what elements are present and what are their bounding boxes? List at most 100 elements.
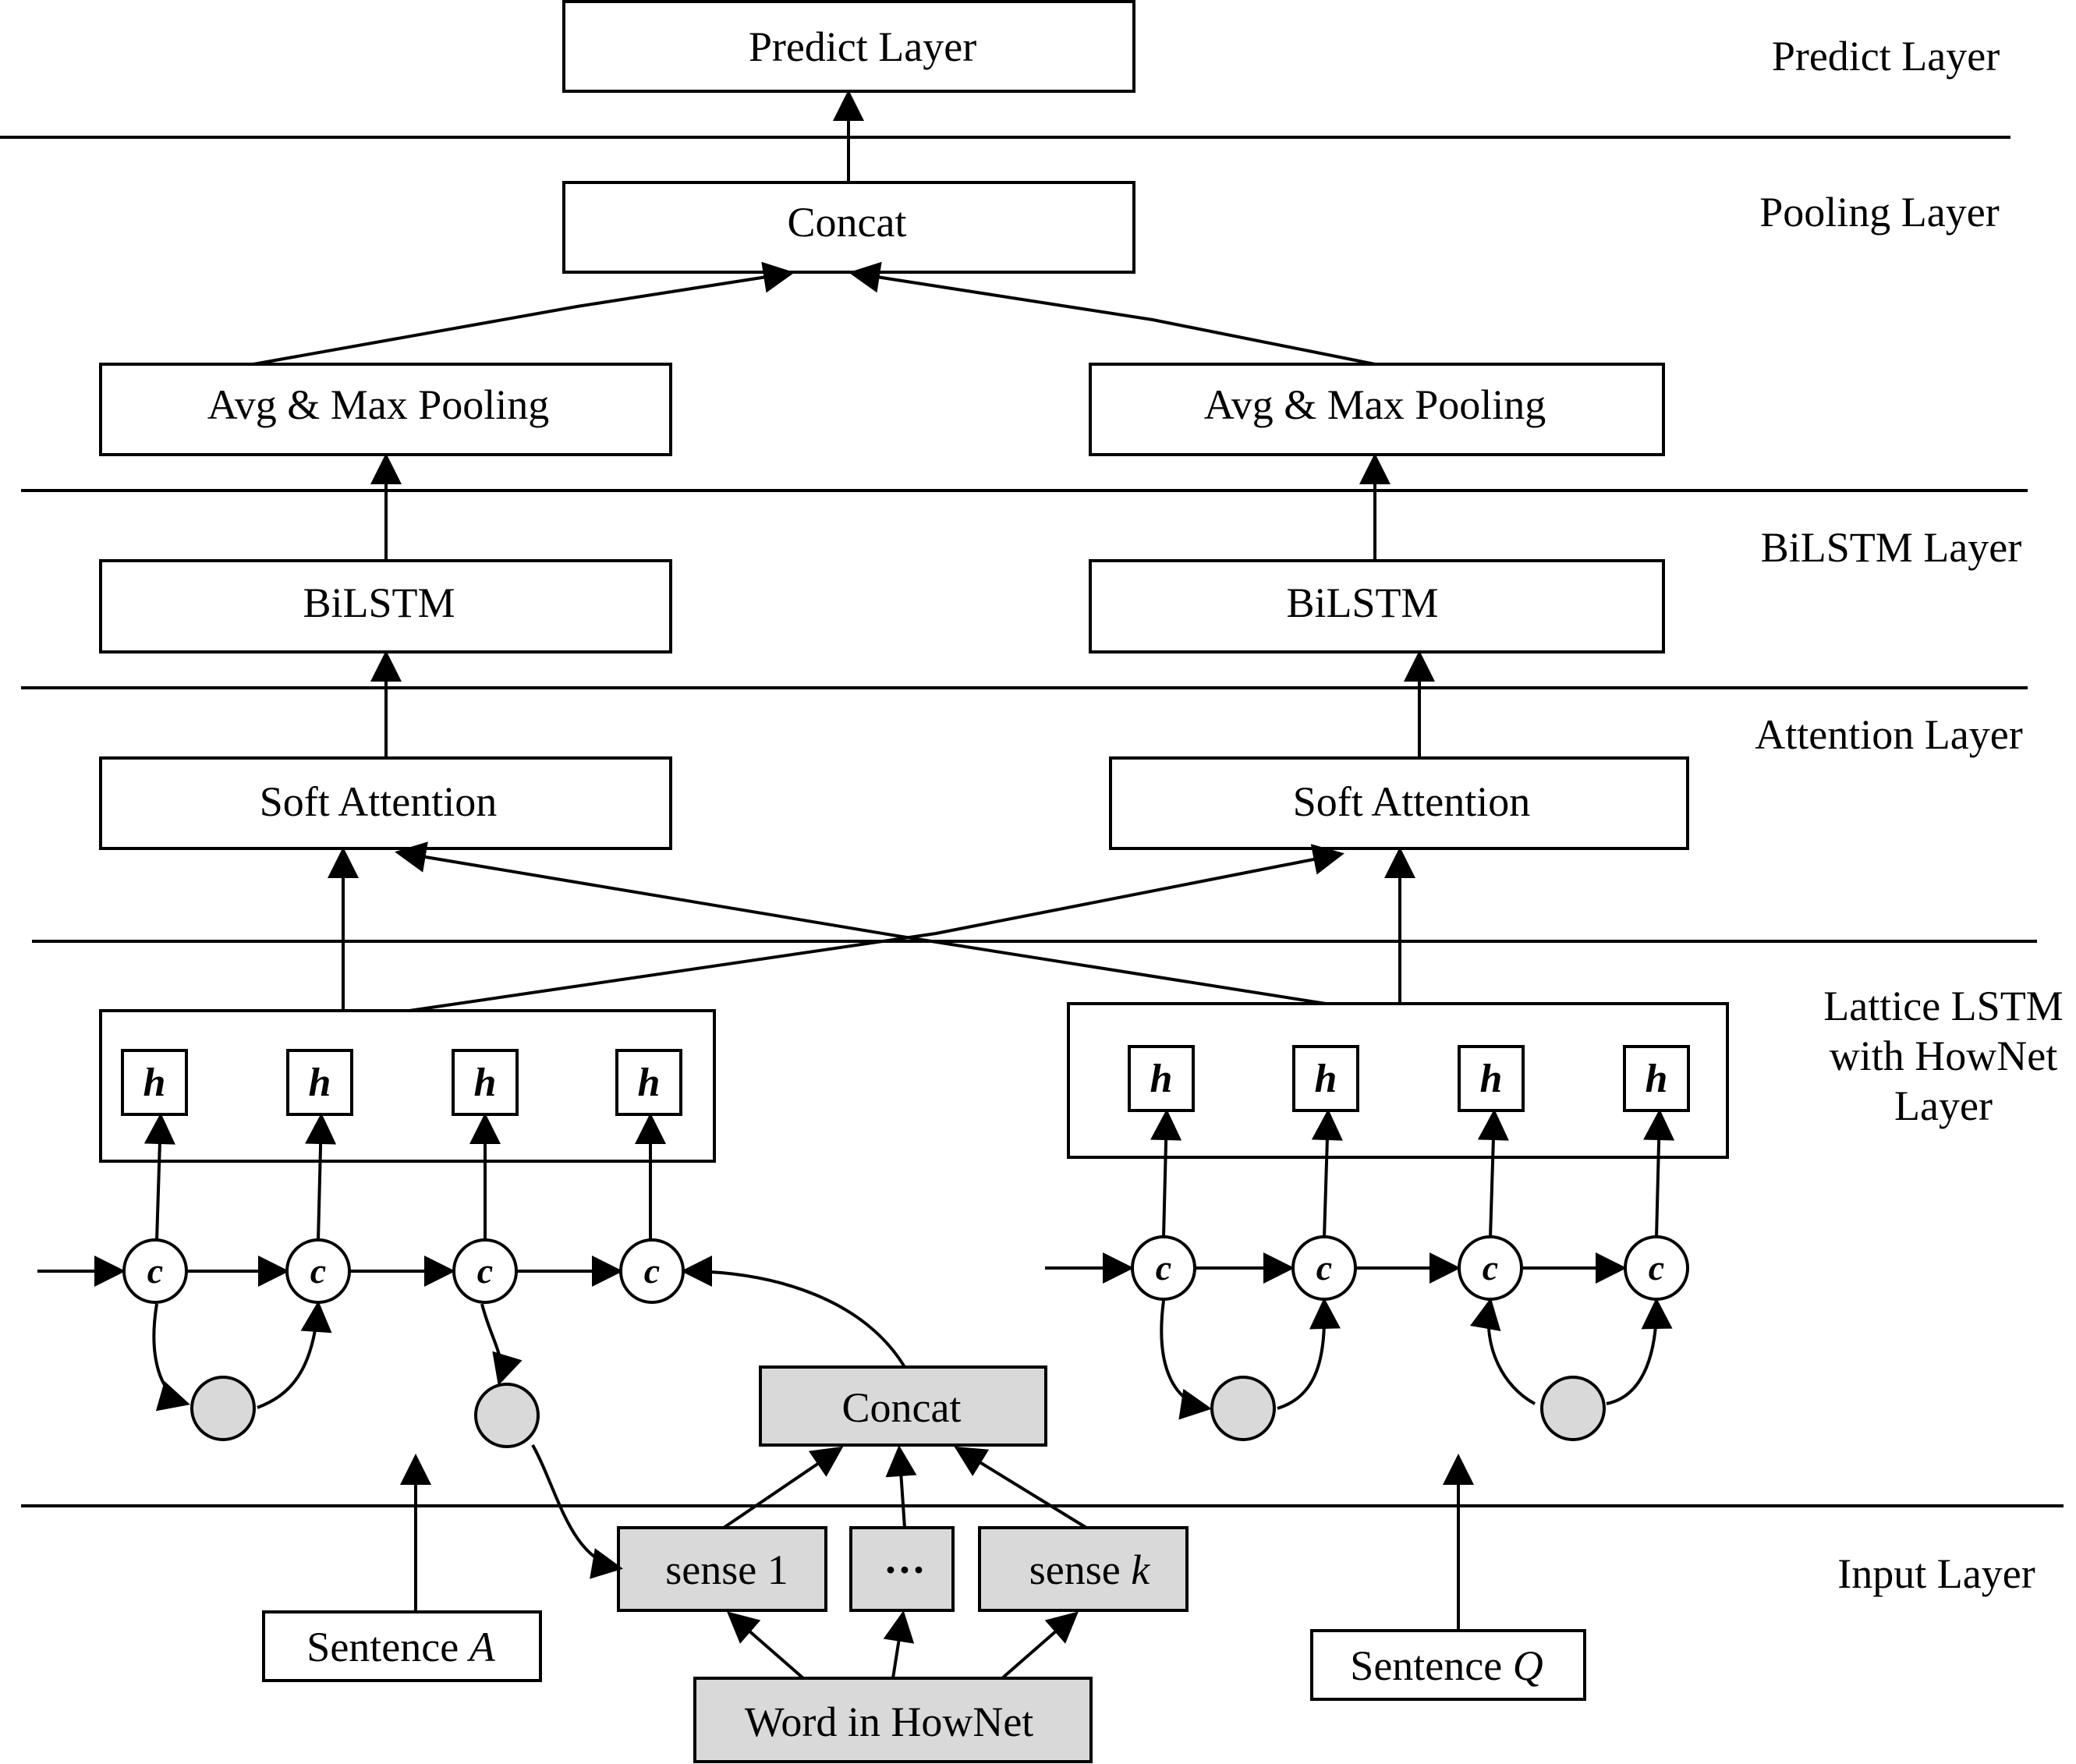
- arrow-c-to-h-right-2: [1311, 1109, 1343, 1238]
- sensek-box: [978, 1526, 1189, 1612]
- hidden-state-right-3: h: [1458, 1045, 1525, 1112]
- layer-label-pooling: Pooling Layer: [1759, 189, 1999, 236]
- arrow-c-to-h-right-1: [1150, 1109, 1182, 1238]
- concat-bottom-label: Concat: [842, 1384, 962, 1431]
- layer-label-lattice-2: with HowNet: [1830, 1033, 2057, 1079]
- cell-state-right-2: c: [1291, 1235, 1357, 1301]
- arrow-right-word2-to-c3: [1470, 1298, 1536, 1405]
- arrow-left-c1-to-word: [152, 1303, 190, 1412]
- word-cells: [190, 1376, 1606, 1448]
- word-cell-left-1: [190, 1376, 256, 1441]
- svg-text:c: c: [1649, 1248, 1664, 1288]
- word-cell-left-2: [474, 1383, 540, 1448]
- sentence-a-box: [262, 1610, 542, 1682]
- svg-text:c: c: [1156, 1248, 1171, 1288]
- connectors: [37, 90, 1675, 1680]
- predict-box-label: Predict Layer: [749, 23, 976, 70]
- cell-state-right-4: c: [1624, 1235, 1689, 1301]
- cell-state-left-4: c: [619, 1238, 685, 1304]
- word-cell-right-2: [1540, 1376, 1606, 1441]
- arrow-lattice-left-to-att-right: [409, 844, 1344, 1012]
- cell-state-left-1: c: [122, 1238, 188, 1304]
- arrow-c-to-h-left-1: [143, 1113, 175, 1242]
- hidden-state-right-1: h: [1128, 1045, 1195, 1112]
- word-hownet-label: Word in HowNet: [745, 1698, 1034, 1745]
- hidden-state-left-1: h: [121, 1049, 188, 1116]
- cell-state-right-3: c: [1458, 1235, 1523, 1301]
- sentence-a-label: Sentence A: [306, 1624, 495, 1670]
- cell-state-right-1: c: [1131, 1235, 1196, 1301]
- word-hownet-box: [693, 1677, 1093, 1763]
- arrow-lattice-right-to-att-left: [395, 841, 1327, 1005]
- hidden-state-right-2: h: [1292, 1045, 1359, 1112]
- bilstm-right-box: [1089, 559, 1665, 654]
- predict-box: [562, 0, 1135, 93]
- hidden-state-left-2: h: [286, 1049, 353, 1116]
- arrow-word-to-sense1: [726, 1611, 805, 1680]
- cell-state-left-2: c: [285, 1238, 351, 1304]
- svg-text:h: h: [474, 1061, 497, 1105]
- bilstm-right-label: BiLSTM: [1286, 579, 1438, 626]
- cell-states: c c c c c c c c: [122, 1235, 1689, 1304]
- arrow-pool-right-to-concat: [848, 261, 1376, 366]
- hidden-state-left-4: h: [615, 1049, 682, 1116]
- layer-label-lattice-3: Layer: [1894, 1082, 1993, 1129]
- svg-text:h: h: [1315, 1057, 1337, 1101]
- attention-right-box: [1109, 756, 1689, 850]
- sensek-label: sense k: [1029, 1546, 1150, 1593]
- gray-boxes: [617, 1366, 1189, 1763]
- arrow-c-to-h-right-3: [1477, 1109, 1509, 1238]
- pooling-right-box: [1089, 363, 1665, 456]
- svg-text:h: h: [309, 1061, 331, 1105]
- arrow-right-word-to-c2: [1277, 1298, 1341, 1410]
- arrow-right-word2-to-c4: [1606, 1298, 1673, 1405]
- svg-text:h: h: [143, 1061, 166, 1105]
- layer-separators: [0, 136, 2064, 1507]
- arrow-left-word-to-sense1: [531, 1444, 623, 1579]
- arrow-sensek-to-concat: [954, 1446, 1088, 1529]
- svg-text:c: c: [310, 1251, 326, 1291]
- svg-text:h: h: [1150, 1057, 1173, 1101]
- arrow-ellipsis-to-concat: [885, 1445, 917, 1528]
- hidden-state-left-3: h: [452, 1049, 519, 1116]
- layer-label-lattice-1: Lattice LSTM: [1823, 983, 2063, 1029]
- arrow-c-to-h-left-2: [305, 1113, 337, 1242]
- layer-label-bilstm: BiLSTM Layer: [1761, 524, 2021, 571]
- attention-right-label: Soft Attention: [1293, 778, 1531, 825]
- sense1-label: sense 1: [665, 1546, 788, 1593]
- svg-text:c: c: [644, 1251, 660, 1291]
- arrow-left-c3-to-word: [480, 1303, 523, 1386]
- box-labels: Predict Layer Concat Avg & Max Pooling A…: [207, 23, 1546, 1745]
- layer-label-attention: Attention Layer: [1755, 711, 2022, 758]
- layer-labels: Predict Layer Pooling Layer BiLSTM Layer…: [1755, 33, 2063, 1597]
- sentence-q-label: Sentence Q: [1350, 1642, 1543, 1689]
- layer-label-predict: Predict Layer: [1772, 33, 2000, 80]
- cell-state-left-3: c: [452, 1238, 518, 1304]
- pooling-right-label: Avg & Max Pooling: [1204, 381, 1546, 428]
- pooling-left-label: Avg & Max Pooling: [207, 381, 550, 428]
- svg-text:c: c: [1316, 1248, 1332, 1288]
- concat-top-label: Concat: [788, 199, 907, 246]
- svg-text:h: h: [638, 1061, 661, 1105]
- attention-left-label: Soft Attention: [260, 778, 498, 825]
- sense1-box: [617, 1526, 827, 1612]
- attention-left-box: [99, 756, 672, 850]
- pooling-left-box: [99, 363, 672, 456]
- lattice-left-box: [99, 1009, 716, 1163]
- ellipsis-box: [849, 1526, 955, 1612]
- sentence-q-box: [1310, 1629, 1586, 1701]
- bilstm-left-label: BiLSTM: [303, 579, 455, 626]
- concat-bottom-box: [759, 1366, 1047, 1447]
- hidden-state-right-4: h: [1623, 1045, 1690, 1112]
- arrow-c-to-h-right-4: [1643, 1109, 1675, 1238]
- arrow-left-word-to-c2: [257, 1301, 332, 1409]
- svg-text:c: c: [1483, 1248, 1498, 1288]
- svg-text:c: c: [147, 1251, 163, 1291]
- arrow-sense1-to-concat: [722, 1446, 844, 1529]
- svg-text:h: h: [1646, 1057, 1668, 1101]
- svg-text:h: h: [1480, 1057, 1503, 1101]
- svg-text:c: c: [477, 1251, 493, 1291]
- arrow-word-to-sensek: [1001, 1611, 1079, 1680]
- layer-label-input: Input Layer: [1837, 1550, 2035, 1597]
